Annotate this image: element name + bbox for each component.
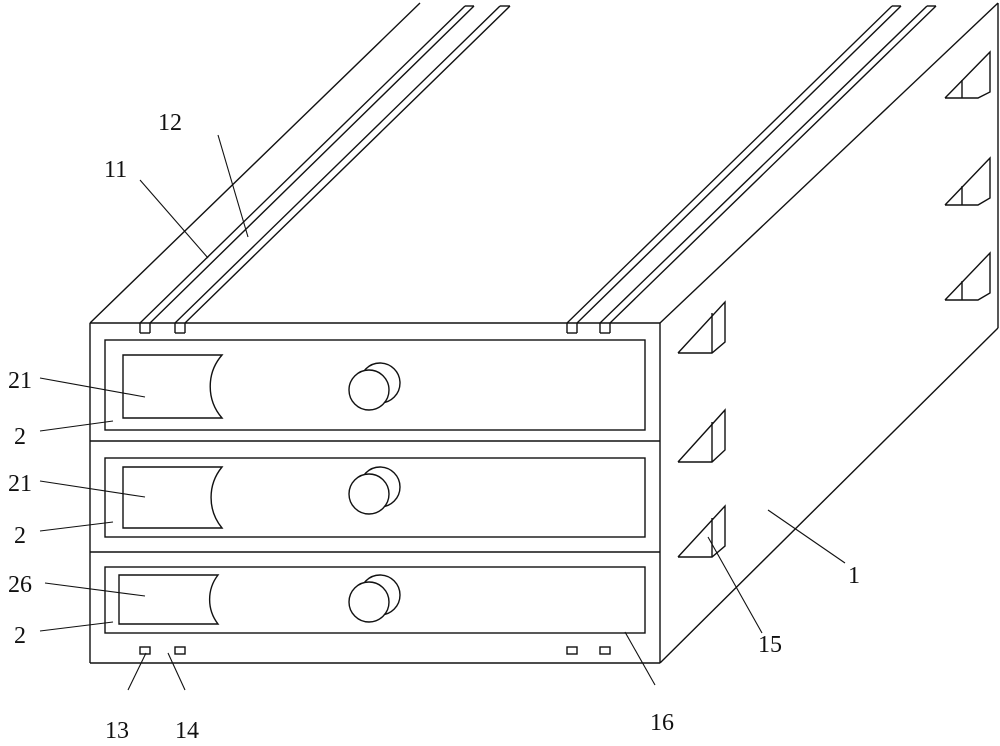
bracket (944, 156, 991, 206)
label-26: 26 (8, 572, 32, 598)
label-21a: 21 (8, 368, 32, 394)
bracket (677, 300, 726, 354)
bracket (677, 408, 726, 463)
label-2c: 2 (14, 623, 26, 649)
side-brackets (677, 50, 991, 558)
label-13: 13 (105, 718, 129, 744)
label-2b: 2 (14, 523, 26, 549)
label-14: 14 (175, 718, 199, 744)
top-face (89, 2, 999, 334)
bracket (677, 504, 726, 558)
window-1 (122, 354, 224, 419)
label-11: 11 (104, 157, 127, 183)
label-12: 12 (158, 110, 182, 136)
front-face (89, 323, 660, 664)
knob-icon (348, 369, 390, 411)
label-16: 16 (650, 710, 674, 736)
window-3 (118, 574, 220, 625)
label-1: 1 (848, 563, 860, 589)
knob-icon (348, 581, 390, 623)
label-2a: 2 (14, 424, 26, 450)
label-15: 15 (758, 632, 782, 658)
label-21b: 21 (8, 471, 32, 497)
drawer-2[interactable] (104, 457, 646, 538)
knob-icon (348, 473, 390, 515)
bracket (944, 251, 991, 301)
bottom-feet (139, 646, 611, 655)
drawer-3[interactable] (104, 566, 646, 634)
drawer-1[interactable] (104, 339, 646, 431)
leader-lines (39, 134, 846, 691)
bracket (944, 50, 991, 99)
side-face (659, 3, 999, 664)
reference-labels: 12 11 21 2 21 2 26 2 13 14 16 15 1 (8, 110, 860, 744)
window-2 (122, 466, 224, 529)
